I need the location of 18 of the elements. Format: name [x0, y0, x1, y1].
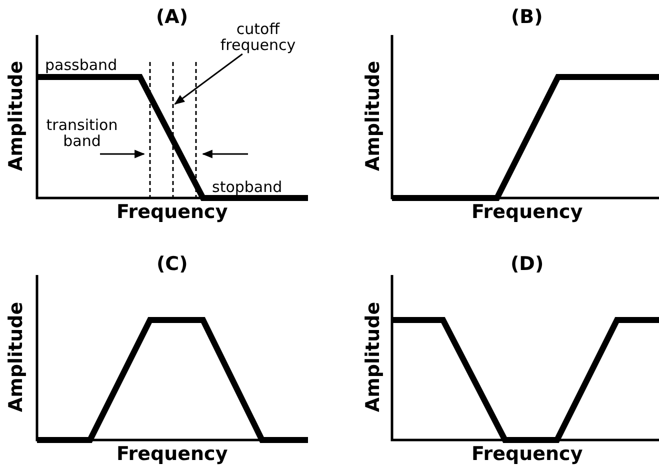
panel-title: (A) — [156, 8, 188, 28]
axis-title: Amplitude — [364, 302, 384, 412]
axis-title: Amplitude — [7, 302, 28, 412]
transition-band-label: transition band — [45, 118, 119, 150]
panel-title: (D) — [510, 255, 544, 275]
annotation-label: cutoff frequency — [219, 22, 297, 54]
panel-title: (C) — [156, 255, 188, 275]
panel-title: (B) — [511, 8, 543, 28]
axis-title: Frequency — [472, 203, 583, 223]
axis-title: Amplitude — [7, 60, 28, 172]
passband-label: passband — [45, 58, 118, 74]
axis-title: Frequency — [472, 445, 583, 465]
axis-title: Frequency — [116, 203, 228, 223]
leader-arrow — [174, 53, 243, 105]
axis-title: Frequency — [116, 445, 228, 465]
stopband-label: stopband — [212, 180, 282, 196]
dashed-line — [172, 62, 174, 198]
axis-title: Amplitude — [364, 60, 384, 172]
